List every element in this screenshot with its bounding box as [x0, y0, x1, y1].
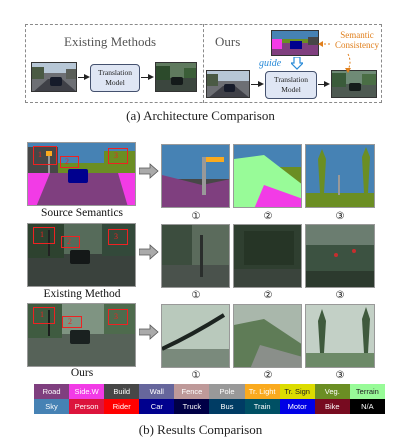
model-label-line2: Model — [105, 78, 125, 87]
ours-panel — [27, 303, 136, 367]
ours-arrow-in-head — [258, 81, 264, 87]
crop-number-1-row1: ① — [191, 211, 201, 222]
ours-bbox-1-number: 1 — [40, 310, 44, 319]
semantic-label-line2: Consistency — [335, 40, 379, 50]
source-bbox-3-number: 3 — [114, 151, 118, 160]
ours-crop-1 — [161, 304, 230, 368]
legend-item-wall: Wall — [139, 384, 175, 399]
ours-model-label-line1: Translation — [274, 75, 308, 84]
ours-arrow-out-head — [324, 81, 330, 87]
ours-arrow-out — [318, 84, 325, 85]
existing-crop-3 — [305, 224, 375, 288]
ours-arrow-in — [251, 84, 259, 85]
existing-methods-title: Existing Methods — [64, 34, 157, 49]
existing-arrow-in-head — [84, 74, 90, 80]
legend-item-tr-light: Tr. Light — [244, 384, 280, 399]
ours-crop-3 — [305, 304, 375, 368]
row-label-existing-method: Existing Method — [43, 288, 121, 300]
semantic-consistency-arrows — [318, 41, 351, 73]
crop-number-3-row1: ③ — [335, 211, 345, 222]
semantic-label-line1: Semantic — [340, 30, 374, 40]
ours-model-label-line2: Model — [281, 85, 301, 94]
caption-results: (b) Results Comparison — [138, 422, 263, 437]
source-crop-2 — [233, 144, 302, 208]
existing-bbox-3 — [108, 229, 128, 245]
row-label-ours: Ours — [70, 367, 94, 379]
legend-item-train: Train — [244, 399, 280, 414]
source-bbox-2 — [60, 156, 79, 168]
existing-bbox-1-number: 1 — [40, 230, 44, 239]
crop-number-3-row2: ③ — [335, 290, 345, 301]
existing-bbox-2-number: 2 — [67, 237, 71, 246]
existing-translation-model: Translation Model — [90, 64, 140, 92]
legend-item-road: Road — [34, 384, 70, 399]
source-semantics-panel — [27, 142, 136, 206]
legend-item-fence: Fence — [174, 384, 210, 399]
existing-input-photo — [31, 62, 77, 92]
ours-title: Ours — [215, 34, 241, 49]
existing-crop-1 — [161, 224, 230, 288]
existing-method-panel — [27, 223, 136, 287]
legend-item-pole: Pole — [209, 384, 245, 399]
caption-architecture: (a) Architecture Comparison — [126, 108, 275, 123]
crop-number-2-row3: ② — [263, 370, 273, 381]
existing-arrow-in — [78, 77, 85, 78]
legend-item-person: Person — [69, 399, 105, 414]
legend-item-tr-sign: Tr. Sign — [279, 384, 315, 399]
architecture-divider — [203, 24, 204, 103]
legend-item-motor: Motor — [279, 399, 315, 414]
existing-arrow-out — [141, 77, 149, 78]
legend-item-bus: Bus — [209, 399, 245, 414]
row2-arrow-icon — [139, 244, 159, 260]
legend-item-n-a: N/A — [349, 399, 385, 414]
existing-output-image — [155, 62, 197, 92]
existing-crop-2 — [233, 224, 302, 288]
guide-label: guide — [259, 58, 282, 69]
legend-item-bike: Bike — [314, 399, 350, 414]
legend-item-veg: Veg. — [314, 384, 350, 399]
source-bbox-1-number: 1 — [38, 150, 42, 159]
ours-semantic-map — [271, 30, 319, 56]
source-bbox-2-number: 2 — [65, 157, 69, 166]
legend-item-rider: Rider — [104, 399, 140, 414]
ours-output-image — [331, 70, 377, 98]
crop-number-1-row3: ① — [191, 370, 201, 381]
existing-bbox-1 — [33, 227, 55, 244]
row1-arrow-icon — [139, 163, 159, 179]
crop-number-2-row1: ② — [263, 211, 273, 222]
source-bbox-3 — [108, 148, 128, 164]
row3-arrow-icon — [139, 324, 159, 340]
ours-bbox-3 — [108, 309, 128, 325]
source-crop-3 — [305, 144, 375, 208]
existing-bbox-2 — [61, 236, 80, 248]
legend-item-side-w: Side.W — [69, 384, 105, 399]
legend-item-truck: Truck — [174, 399, 210, 414]
crop-number-1-row2: ① — [191, 290, 201, 301]
ours-bbox-2-number: 2 — [68, 317, 72, 326]
semantic-consistency-label: Semantic Consistency — [330, 30, 384, 50]
existing-arrow-out-head — [148, 74, 154, 80]
source-bbox-1 — [33, 146, 57, 165]
existing-bbox-3-number: 3 — [114, 232, 118, 241]
crop-number-2-row2: ② — [263, 290, 273, 301]
legend-item-sky: Sky — [34, 399, 70, 414]
legend-item-car: Car — [139, 399, 175, 414]
ours-translation-model: Translation Model — [265, 71, 317, 99]
model-label-line1: Translation — [98, 68, 132, 77]
ours-bbox-2 — [62, 316, 82, 328]
legend-item-terrain: Terrain — [349, 384, 385, 399]
crop-number-3-row3: ③ — [335, 370, 345, 381]
legend-item-build: Build — [104, 384, 140, 399]
ours-input-photo — [206, 70, 250, 98]
ours-bbox-1 — [33, 307, 55, 324]
guide-arrow-icon — [289, 56, 305, 75]
ours-bbox-3-number: 3 — [114, 312, 118, 321]
row-label-source-semantics: Source Semantics — [40, 207, 124, 219]
source-crop-1 — [161, 144, 230, 208]
ours-crop-2 — [233, 304, 302, 368]
